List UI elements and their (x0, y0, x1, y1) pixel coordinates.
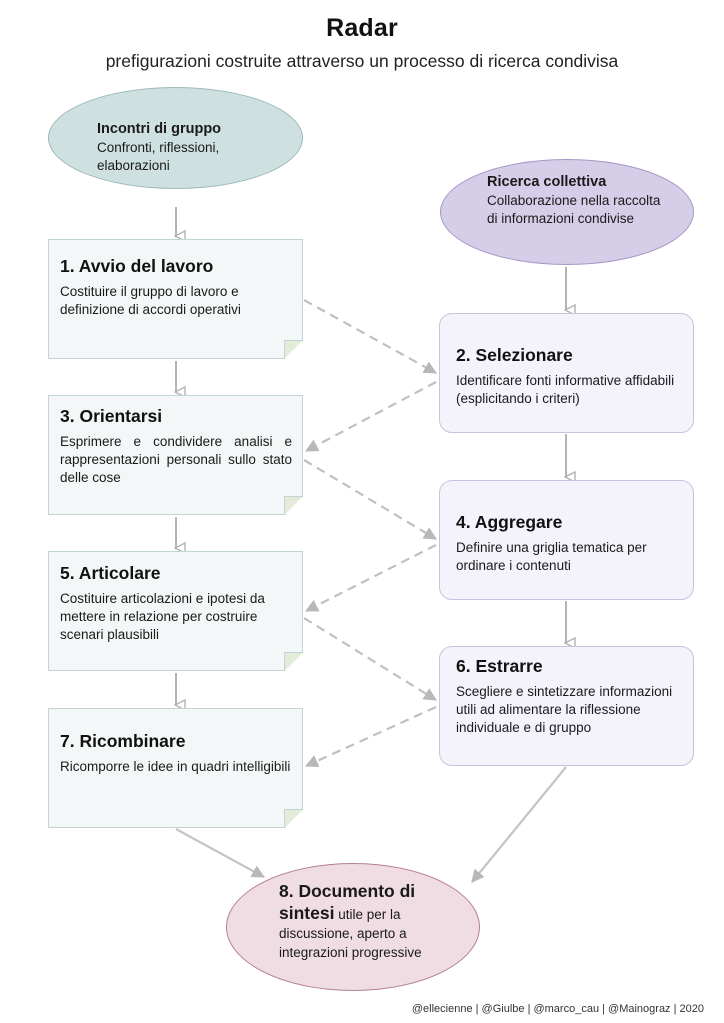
step-2-title: 2. Selezionare (456, 345, 573, 365)
step-1-note: 1. Avvio del lavoro Costituire il gruppo… (48, 239, 303, 359)
step-5-text: Costituire articolazioni e ipotesi da me… (60, 591, 265, 642)
arrow-step3-to-step4 (303, 459, 437, 540)
step-5-note: 5. Articolare Costituire articolazioni e… (48, 551, 303, 671)
group-meetings-heading: Incontri di gruppo (97, 121, 222, 137)
arrow-step1-to-step2 (303, 299, 437, 374)
step-1-text: Costituire il gruppo di lavoro e definiz… (60, 284, 241, 317)
step-4-title: 4. Aggregare (456, 512, 563, 532)
collective-research-heading: Ricerca collettiva (487, 174, 607, 190)
final-document-title: 8. Documento di sintesi (279, 881, 416, 923)
step-2-text: Identificare fonti informative affidabil… (456, 373, 675, 406)
step-5-title: 5. Articolare (60, 563, 161, 583)
step-6-text: Scegliere e sintetizzare informazioni ut… (456, 684, 673, 735)
step-7-text: Ricomporre le idee in quadri intelligibi… (60, 759, 291, 774)
step-4-box: 4. Aggregare Definire una griglia temati… (439, 480, 694, 600)
group-meetings-text: Confronti, riflessioni, elaborazioni (97, 140, 220, 173)
arrow-step4-to-step5 (305, 544, 437, 612)
step-3-title: 3. Orientarsi (60, 406, 163, 426)
collective-research-ellipse: Ricerca collettiva Collaborazione nella … (440, 159, 694, 265)
step-6-box: 6. Estrarre Scegliere e sintetizzare inf… (439, 646, 694, 766)
step-2-box: 2. Selezionare Identificare fonti inform… (439, 313, 694, 433)
collective-research-text: Collaborazione nella raccolta di informa… (487, 193, 661, 226)
step-3-text: Esprimere e condividere analisi e rappre… (60, 434, 292, 485)
credits-footer: @ellecienne | @Giulbe | @marco_cau | @Ma… (411, 1003, 704, 1015)
step-1-title: 1. Avvio del lavoro (60, 256, 214, 276)
arrow-step2-to-step3 (305, 381, 437, 452)
group-meetings-ellipse: Incontri di gruppo Confronti, riflession… (48, 87, 303, 189)
step-4-text: Definire una griglia tematica per ordina… (456, 540, 647, 573)
step-6-title: 6. Estrarre (456, 656, 543, 676)
step-3-note: 3. Orientarsi Esprimere e condividere an… (48, 395, 303, 515)
final-document-text: utile per la discussione, aperto a integ… (279, 907, 422, 960)
arrow-step6-to-step7 (305, 705, 437, 768)
page-subtitle: prefigurazioni costruite attraverso un p… (105, 51, 619, 71)
final-document-ellipse: 8. Documento di sintesi utile per la dis… (226, 863, 480, 991)
arrow-step7-to-final (175, 828, 265, 878)
arrow-step6-to-final (471, 766, 567, 883)
step-7-note: 7. Ricombinare Ricomporre le idee in qua… (48, 708, 303, 828)
step-7-title: 7. Ricombinare (60, 731, 186, 751)
arrow-step5-to-step6 (303, 617, 437, 701)
page-title: Radar (326, 14, 398, 42)
